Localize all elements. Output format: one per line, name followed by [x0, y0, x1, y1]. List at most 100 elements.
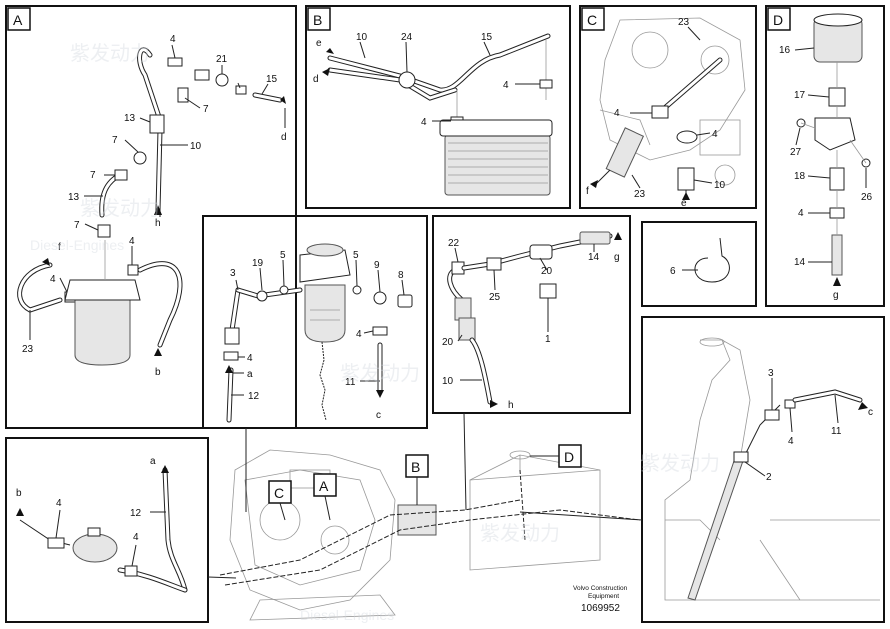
- label-b-e: e: [316, 38, 322, 49]
- tee-25: [486, 257, 502, 271]
- label-f-19: 19: [252, 258, 264, 269]
- panel-clamp-frame: [641, 221, 757, 307]
- label-ll-12: 12: [130, 508, 142, 519]
- overview-tag-c: C: [274, 485, 284, 501]
- label-p-1: 1: [545, 334, 551, 345]
- label-f-3: 3: [230, 268, 236, 279]
- fitting-2: [733, 451, 749, 463]
- label-b-10: 10: [356, 32, 368, 43]
- label-d-g: g: [833, 290, 839, 301]
- panel-c-tag-box: [581, 7, 605, 31]
- clamp-6: [694, 237, 730, 283]
- panel-d-tag: D: [773, 12, 783, 28]
- watermark: 紫发动力 紫发动力 紫发动力 紫发动力 紫发动力 Diesel-Engines …: [30, 42, 720, 623]
- tank-overview: [469, 450, 601, 571]
- arrow-c-t: [858, 402, 868, 410]
- label-p-g: g: [614, 252, 620, 263]
- label-f-4b: 4: [356, 329, 362, 340]
- clamp-4c: [127, 264, 139, 276]
- clamp-4b: [235, 85, 247, 95]
- label-a-13b: 13: [68, 192, 80, 203]
- panel-lowerleft: a b 4 12 4: [5, 437, 209, 623]
- label-p-h: h: [508, 400, 514, 411]
- adapter-17: [828, 87, 846, 107]
- fitting-7a: [177, 87, 189, 103]
- fitting-a: [194, 69, 210, 81]
- label-a-10: 10: [190, 141, 202, 152]
- label-f-c: c: [376, 410, 381, 421]
- hose-b: [137, 261, 183, 348]
- panel-b-frame: [305, 5, 571, 209]
- clamp-4-c1: [651, 105, 669, 119]
- panel-d-frame: [765, 5, 885, 307]
- label-a-15: 15: [266, 74, 278, 85]
- fitting-3-t: [764, 409, 780, 421]
- label-ll-b: b: [16, 488, 22, 499]
- arrow-g-p: [614, 232, 622, 240]
- fuel-filter-canister: [74, 299, 131, 366]
- panel-pump-frame: [432, 215, 631, 414]
- label-a-13: 13: [124, 113, 136, 124]
- label-d-26: 26: [861, 192, 873, 203]
- label-c-23b: 23: [634, 189, 646, 200]
- pipe-2: [687, 454, 746, 601]
- panel-a-tag-box: [7, 7, 31, 31]
- watermark-cn-4: 紫发动力: [480, 522, 560, 545]
- label-f-11: 11: [345, 377, 356, 388]
- label-a-23: 23: [22, 344, 34, 355]
- arrow-a-f: [225, 365, 233, 373]
- overview: C A B D Volvo Construction Equipment 106…: [207, 412, 643, 621]
- doc-number: 1069952: [581, 603, 620, 614]
- watermark-en-1: Diesel-Engines: [300, 607, 394, 623]
- overview-tag-d: D: [564, 449, 574, 465]
- panel-filter: 3 19 5 5 9 8 4 4 a 12 11 c: [202, 215, 428, 429]
- clamp-4-c2: [676, 130, 698, 144]
- vent-filter-16: [813, 13, 863, 63]
- panel-a-tag: A: [13, 12, 23, 28]
- arrow-a-ll: [161, 465, 169, 473]
- plug-8: [397, 294, 413, 308]
- label-f-8: 8: [398, 270, 404, 281]
- clamp-4-d: [829, 207, 845, 219]
- arrow-g-d: [833, 277, 841, 286]
- arrow-h: [154, 205, 162, 215]
- fuel-cooler: [439, 119, 553, 196]
- washer-21: [215, 73, 229, 87]
- watermark-cn-3: 紫发动力: [340, 362, 420, 385]
- clamp-4-f1: [223, 351, 239, 361]
- caption-line1: Volvo Construction: [573, 585, 628, 592]
- arrow-h-p: [490, 400, 498, 408]
- label-ll-4b: 4: [133, 532, 139, 543]
- grommet-24: [398, 71, 416, 89]
- panel-b: B e 10 24 15 d 4: [305, 5, 571, 209]
- label-b-4a: 4: [503, 80, 509, 91]
- panel-b-tag-box: [307, 7, 331, 31]
- washer-7: [133, 151, 147, 165]
- label-t-2: 2: [766, 472, 772, 483]
- label-f-9: 9: [374, 260, 380, 271]
- fitting-20b: [458, 317, 476, 341]
- sensor-1: [539, 283, 557, 299]
- clamp-4-ll1: [47, 537, 65, 549]
- label-t-4: 4: [788, 436, 794, 447]
- connector-lowerleft: [207, 576, 237, 579]
- label-a-21: 21: [216, 54, 228, 65]
- hose-15-b: [327, 33, 551, 93]
- fitting-13: [149, 114, 165, 134]
- label-p-20b: 20: [442, 337, 454, 348]
- arrow-f: [42, 258, 50, 266]
- banjo-9: [373, 291, 387, 305]
- arrow-c-f: [376, 390, 384, 398]
- fuel-line-overview: [219, 499, 521, 576]
- panel-lowerleft-frame: [5, 437, 209, 623]
- label-p-20a: 20: [541, 266, 553, 277]
- label-t-11: 11: [831, 426, 842, 437]
- panel-filter-frame: [202, 215, 428, 429]
- watermark-en-2: Diesel-Engines: [30, 237, 124, 253]
- arrow-b: [154, 348, 162, 356]
- clamp-4-ll2: [124, 565, 138, 577]
- label-a-4: 4: [170, 34, 176, 45]
- fitting-20b-top: [454, 297, 472, 321]
